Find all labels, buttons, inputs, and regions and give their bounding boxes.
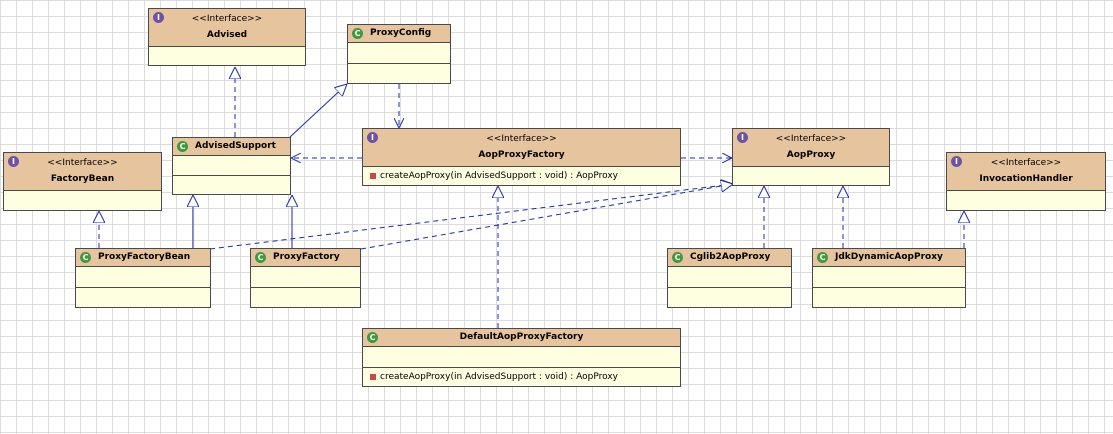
class-icon: C [80,252,91,263]
attributes-compartment [363,347,680,367]
interface-icon: I [951,156,962,167]
class-icon: C [352,28,363,39]
class-icon: C [817,252,828,263]
interface-icon: I [153,12,164,23]
aop-proxy-header: I <<Interface>> AopProxy [733,129,889,167]
stereotype-label: <<Interface>> [486,134,557,144]
factory-bean-name: FactoryBean [50,174,115,184]
aop-proxy-factory-interface-box[interactable]: I <<Interface>> AopProxyFactory createAo… [362,128,681,186]
attributes-compartment [76,267,210,287]
stereotype-label: <<Interface>> [47,158,118,168]
advised-support-name: AdvisedSupport [195,141,276,151]
cglib2-aop-proxy-header: C Cglib2AopProxy [668,249,791,267]
stereotype-label: <<Interface>> [990,158,1062,168]
attributes-compartment [251,267,360,287]
operations-compartment [348,63,450,64]
attributes-compartment [813,267,965,287]
factory-bean-header: I <<Interface>> FactoryBean [4,153,161,191]
private-method-icon [370,173,376,179]
jdk-dynamic-aop-proxy-class-box[interactable]: C JdkDynamicAopProxy [812,248,966,308]
jdk-dynamic-aop-proxy-name: JdkDynamicAopProxy [835,252,943,262]
proxy-factory-uses-aop-proxy [360,184,733,250]
create-aop-proxy-method: createAopProxy(in AdvisedSupport : void)… [380,171,619,181]
advised-support-class-box[interactable]: C AdvisedSupport [172,137,291,195]
operations-compartment [251,287,360,288]
attributes-compartment [173,156,290,175]
invocation-handler-header: I <<Interface>> InvocationHandler [947,153,1105,191]
stereotype-label: <<Interface>> [775,134,847,144]
interface-icon: I [8,156,19,167]
advised-support-header: C AdvisedSupport [173,138,290,156]
proxy-factory-name: ProxyFactory [273,252,340,262]
proxy-factory-header: C ProxyFactory [251,249,360,267]
class-icon: C [255,252,266,263]
proxy-config-name: ProxyConfig [370,28,432,38]
cglib2-aop-proxy-name: Cglib2AopProxy [690,252,771,262]
proxy-config-class-box[interactable]: C ProxyConfig [347,24,451,84]
stereotype-label: <<Interface>> [191,14,263,24]
method-row: createAopProxy(in AdvisedSupport : void)… [363,167,680,185]
aop-proxy-name: AopProxy [786,150,836,160]
class-icon: C [672,252,683,263]
operations-compartment [173,175,290,176]
advised-support-extends-proxy-config [289,84,347,138]
class-icon: C [177,141,188,152]
aop-proxy-factory-name: AopProxyFactory [478,150,565,160]
advised-header: I <<Interface>> Advised [149,9,305,47]
aop-proxy-interface-box[interactable]: I <<Interface>> AopProxy [732,128,890,186]
invocation-handler-interface-box[interactable]: I <<Interface>> InvocationHandler [946,152,1106,211]
proxy-factory-bean-class-box[interactable]: C ProxyFactoryBean [75,248,211,308]
default-aop-proxy-factory-class-box[interactable]: C DefaultAopProxyFactory createAopProxy(… [362,328,681,387]
operations-compartment [668,287,791,288]
class-icon: C [367,332,378,343]
proxy-factory-bean-uses-aop-proxy [209,184,733,250]
proxy-factory-bean-name: ProxyFactoryBean [98,252,191,262]
operations-compartment [76,287,210,288]
attributes-compartment [668,267,791,287]
attributes-compartment [348,43,450,63]
factory-bean-interface-box[interactable]: I <<Interface>> FactoryBean [3,152,162,211]
interface-icon: I [367,132,378,143]
invocation-handler-name: InvocationHandler [979,174,1073,184]
operations-compartment [813,287,965,288]
method-row: createAopProxy(in AdvisedSupport : void)… [363,368,680,386]
operations-compartment [363,367,680,368]
interface-icon: I [737,132,748,143]
private-method-icon [370,374,376,380]
aop-proxy-factory-header: I <<Interface>> AopProxyFactory [363,129,680,167]
jdk-dynamic-aop-proxy-header: C JdkDynamicAopProxy [813,249,965,267]
cglib2-aop-proxy-class-box[interactable]: C Cglib2AopProxy [667,248,792,308]
advised-name: Advised [206,30,248,40]
proxy-config-header: C ProxyConfig [348,25,450,43]
proxy-factory-class-box[interactable]: C ProxyFactory [250,248,361,308]
default-aop-proxy-factory-name: DefaultAopProxyFactory [459,332,584,342]
proxy-factory-bean-header: C ProxyFactoryBean [76,249,210,267]
default-aop-proxy-factory-header: C DefaultAopProxyFactory [363,329,680,347]
advised-interface-box[interactable]: I <<Interface>> Advised [148,8,306,66]
create-aop-proxy-method: createAopProxy(in AdvisedSupport : void)… [380,372,619,382]
